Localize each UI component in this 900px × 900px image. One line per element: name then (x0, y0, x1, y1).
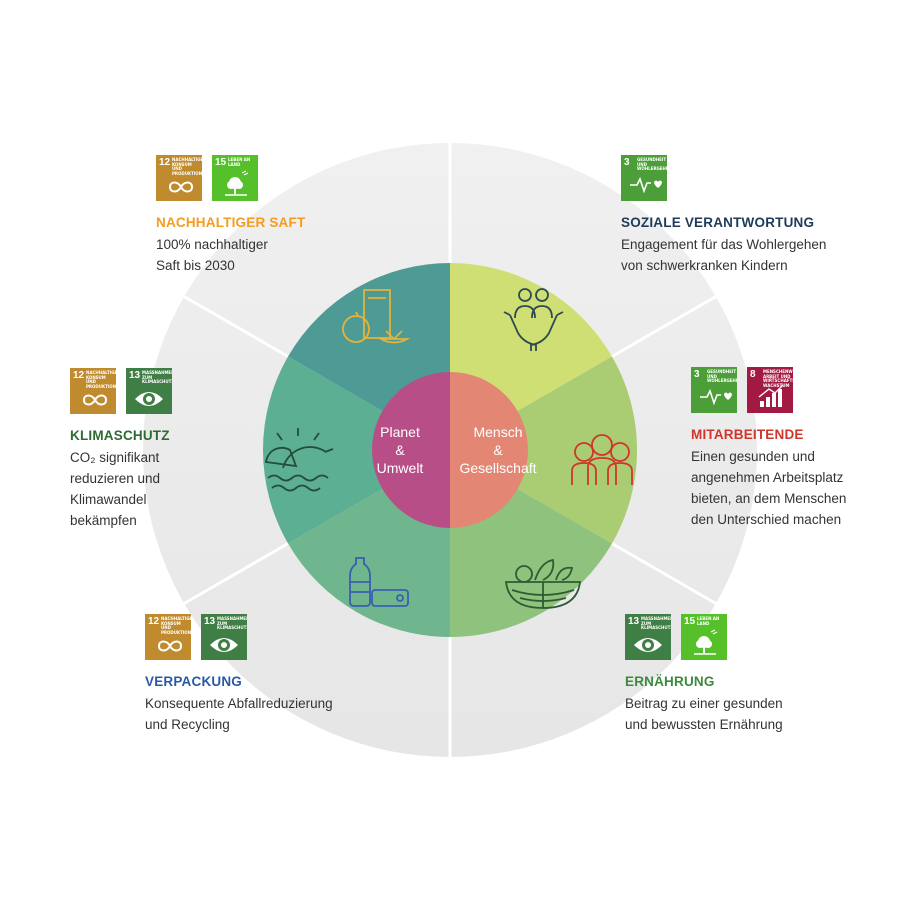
infinity-icon (168, 181, 194, 193)
section-description: Einen gesunden und angenehmen Arbeitspla… (691, 449, 847, 527)
employees-group-icon (571, 434, 633, 485)
sdg-number: 15 (684, 616, 696, 627)
sdg-label: GESUNDHEIT UND WOHLERGEHEN (707, 369, 737, 384)
growth-chart-icon (758, 384, 784, 407)
food-basket-icon (504, 558, 582, 609)
section-description: Konsequente Abfallreduzierung und Recycl… (145, 696, 333, 732)
sdg-label: MENSCHENWÜRDIGE ARBEIT UND WIRTSCHAFTS-W… (763, 369, 793, 388)
sdg-number: 13 (129, 370, 141, 381)
sdg-badge-3: 3 GESUNDHEIT UND WOHLERGEHEN (691, 367, 737, 413)
heartbeat-icon (630, 176, 662, 194)
sdg-number: 12 (159, 157, 171, 168)
sdg-number: 15 (215, 157, 227, 168)
sdg-number: 3 (624, 157, 630, 168)
juice-icon (342, 289, 411, 344)
ring-separator (183, 295, 289, 358)
section-title: VERPACKUNG (145, 674, 243, 689)
infinity-icon (82, 394, 108, 406)
center-label-right: Mensch & Gesellschaft (459, 424, 537, 476)
children-hands-icon (503, 288, 564, 351)
sdg-badges: 3 GESUNDHEIT UND WOHLERGEHEN 8 MENSCHENWÜRD… (691, 367, 846, 413)
section-description: Engagement für das Wohlergehen von schwe… (621, 237, 827, 273)
packaging-bottle-icon (349, 557, 409, 607)
ring-separator (611, 542, 717, 605)
section-title: ERNÄHRUNG (625, 674, 715, 689)
sdg-number: 12 (73, 370, 85, 381)
section-mitarbeitende: 3 GESUNDHEIT UND WOHLERGEHEN 8 MENSCHENWÜRD… (691, 367, 846, 530)
section-description: 100% nachhaltiger Saft bis 2030 (156, 237, 268, 273)
section-title: SOZIALE VERANTWORTUNG (621, 215, 815, 230)
section-title: NACHHALTIGER SAFT (156, 215, 306, 230)
sdg-number: 8 (750, 369, 756, 380)
eye-globe-icon (210, 638, 238, 652)
eye-globe-icon (634, 638, 662, 652)
tree-icon (694, 629, 718, 655)
segment-mitarbeitende (450, 356, 637, 544)
tree-icon (225, 170, 249, 196)
sdg-label: LEBEN AN LAND (228, 157, 251, 167)
segment-klimaschutz (263, 356, 450, 544)
ring-separator (183, 542, 289, 605)
heartbeat-icon (700, 388, 732, 406)
sdg-number: 13 (204, 616, 216, 627)
section-title: MITARBEITENDE (691, 427, 804, 442)
sdg-badge-8: 8 MENSCHENWÜRDIGE ARBEIT UND WIRTSCHAFTS-… (747, 367, 793, 413)
center-label-left: Planet & Umwelt (376, 424, 424, 476)
sdg-label: GESUNDHEIT UND WOHLERGEHEN (637, 157, 667, 172)
sdg-number: 3 (694, 369, 700, 380)
center-left-half (372, 372, 450, 528)
ring-separator (611, 295, 717, 358)
sdg-number: 12 (148, 616, 160, 627)
section-soziale-verantwortung: 3 GESUNDHEIT UND WOHLERGEHEN SOZIALE VERA… (621, 155, 826, 276)
sdg-label: MASSNAHMEN ZUM KLIMASCHUTZ (142, 370, 172, 385)
center-right-half (450, 372, 528, 528)
sdg-label: NACHHALTIGE/R KONSUM UND PRODUKTION (172, 157, 202, 176)
infinity-icon (157, 640, 183, 652)
section-description: CO₂ signifikant reduzieren und Klimawand… (70, 450, 161, 528)
sdg-label: NACHHALTIGE/R KONSUM UND PRODUKTION (86, 370, 116, 389)
eye-globe-icon (135, 392, 163, 406)
sdg-label: MASSNAHMEN ZUM KLIMASCHUTZ (641, 616, 671, 631)
sdg-label: LEBEN AN LAND (697, 616, 720, 626)
sdg-badge-3: 3 GESUNDHEIT UND WOHLERGEHEN (621, 155, 667, 201)
sdg-badges: 3 GESUNDHEIT UND WOHLERGEHEN (621, 155, 826, 201)
sdg-label: NACHHALTIGE/R KONSUM UND PRODUKTION (161, 616, 191, 635)
section-description: Beitrag zu einer gesunden und bewussten … (625, 696, 783, 732)
sdg-number: 13 (628, 616, 640, 627)
climate-sun-water-icon (265, 428, 334, 492)
section-title: KLIMASCHUTZ (70, 428, 170, 443)
sdg-label: MASSNAHMEN ZUM KLIMASCHUTZ (217, 616, 247, 631)
